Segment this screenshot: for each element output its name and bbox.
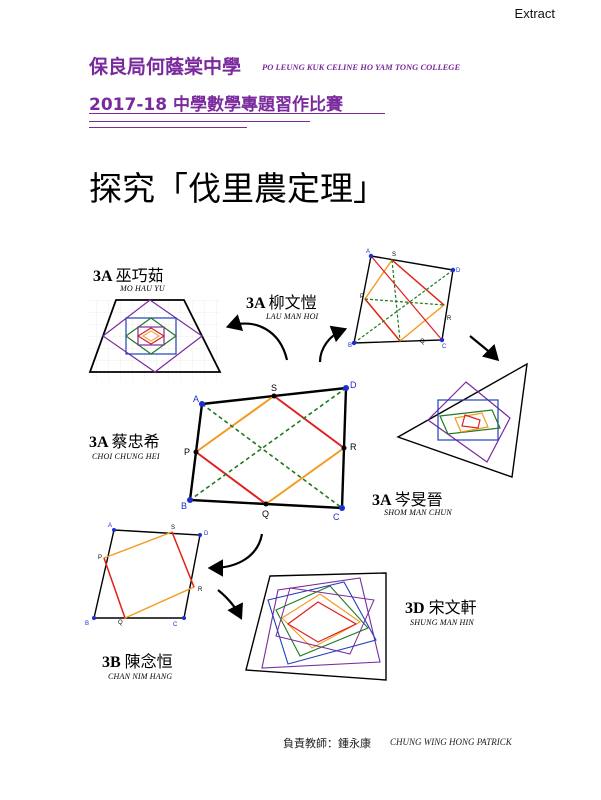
diagram-quad-bottom-left: A S D P R Q C B [85, 523, 209, 628]
student-name-cn: 巫巧茹 [115, 266, 164, 285]
student-name-cn: 岑旻晉 [394, 490, 443, 509]
student-class: 3D [405, 600, 425, 617]
svg-text:B: B [348, 343, 352, 349]
svg-text:A: A [366, 249, 370, 255]
curved-arrow [469, 335, 500, 362]
student-name-cn: 陳念恒 [124, 652, 173, 671]
teacher-label: 負責教師：鍾永康 [283, 737, 371, 750]
school-name-cn: 保良局何蔭棠中學 [89, 56, 242, 78]
student-name-en: LAU MAN HOI [266, 312, 319, 321]
student-name-en: SHOM MAN CHUN [384, 508, 452, 517]
vertex-label-a: A [193, 394, 199, 404]
contest-title: 2017-18 中學數學專題習作比賽 [89, 95, 343, 115]
student-label: 3A 岑旻晉 [372, 486, 443, 510]
student-class: 3B [102, 654, 121, 671]
svg-text:D: D [456, 268, 461, 274]
teacher-name-en: CHUNG WING HONG PATRICK [390, 737, 512, 747]
svg-text:B: B [85, 621, 89, 627]
midpoint-label-r: R [350, 442, 357, 452]
student-label: 3A 蔡忠希 [89, 428, 160, 452]
student-label: 3A 巫巧茹 [93, 262, 164, 286]
curved-arrow [318, 325, 348, 363]
student-name-en: MO HAU YU [120, 284, 165, 293]
curved-arrow [217, 589, 243, 620]
svg-text:A: A [108, 523, 112, 529]
header-divider [89, 113, 385, 114]
student-name-cn: 柳文愷 [268, 293, 317, 312]
student-label: 3D 宋文軒 [405, 594, 477, 618]
curved-arrow [207, 533, 264, 577]
project-title: 探究「伐里農定理」 [89, 169, 386, 208]
svg-text:P: P [360, 294, 364, 300]
student-class: 3A [93, 268, 112, 285]
vertex-label-d: D [350, 380, 357, 390]
diagram-quad-top-right: A S D P R Q C B [348, 249, 461, 350]
diagram-triangle-nested [396, 362, 528, 478]
school-name-en: PO LEUNG KUK CELINE HO YAM TONG COLLEGE [262, 62, 461, 72]
svg-text:C: C [173, 622, 178, 628]
diagram-trapezoid-nested [88, 299, 222, 382]
extract-label: Extract [514, 6, 555, 21]
student-class: 3A [89, 434, 108, 451]
student-name-en: CHAN NIM HANG [108, 672, 173, 681]
vertex-label-c: C [333, 512, 340, 522]
curved-arrow [225, 314, 289, 361]
header-divider [89, 121, 310, 122]
midpoint-label-s: S [271, 383, 277, 393]
diagram-main-varignon: A S D P R B Q C [181, 380, 357, 522]
student-name-en: CHOI CHUNG HEI [92, 452, 160, 461]
midpoint-label-p: P [184, 447, 190, 457]
svg-text:Q: Q [118, 620, 123, 626]
student-label: 3B 陳念恒 [102, 648, 173, 672]
student-class: 3A [246, 295, 265, 312]
svg-text:P: P [98, 555, 102, 561]
diagram-spiral-quads [245, 572, 387, 681]
student-name-cn: 宋文軒 [428, 598, 477, 617]
svg-text:C: C [442, 344, 447, 350]
student-label: 3A 柳文愷 [246, 289, 317, 313]
midpoint-label-q: Q [262, 509, 269, 519]
student-name-en: SHUNG MAN HIN [410, 618, 474, 627]
svg-text:Q: Q [420, 339, 425, 345]
vertex-label-b: B [181, 501, 187, 511]
svg-text:R: R [447, 316, 452, 322]
student-class: 3A [372, 492, 391, 509]
svg-text:S: S [171, 525, 175, 531]
svg-text:S: S [392, 252, 396, 258]
svg-text:D: D [204, 531, 209, 537]
student-name-cn: 蔡忠希 [111, 432, 160, 451]
svg-text:R: R [198, 587, 203, 593]
header-divider [89, 127, 247, 128]
